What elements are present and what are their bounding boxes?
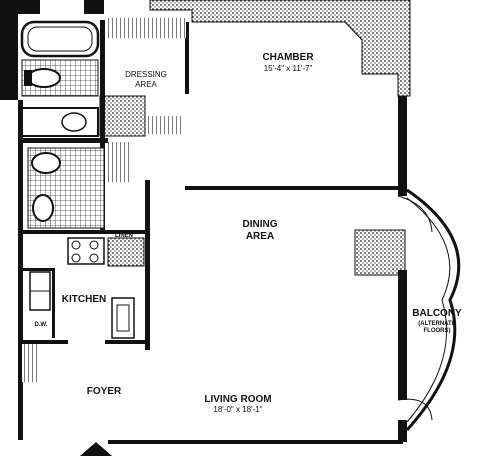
kitchen-label: KITCHEN bbox=[62, 294, 106, 305]
bath-fixtures bbox=[20, 20, 105, 229]
balcony-note: (ALTERNATE bbox=[418, 321, 455, 327]
dressing-label: DRESSING bbox=[125, 70, 167, 79]
linen-label: LINEN bbox=[115, 233, 133, 239]
balcony bbox=[397, 188, 461, 442]
kitchen-fixtures bbox=[29, 237, 135, 339]
living-room-dims: 18'-0" x 18'-1" bbox=[213, 405, 262, 414]
dressing-hatching bbox=[22, 18, 186, 382]
entry-marker-icon bbox=[80, 442, 112, 456]
dressing-label-2: AREA bbox=[135, 80, 157, 89]
living-room-label: LIVING ROOM bbox=[204, 394, 271, 405]
exterior-walls bbox=[0, 0, 411, 276]
dining-label-2: AREA bbox=[246, 231, 274, 242]
balcony-label: BALCONY bbox=[412, 308, 462, 319]
chamber-label: CHAMBER bbox=[262, 52, 314, 63]
dining-label: DINING bbox=[243, 219, 278, 230]
dw-label: D.W. bbox=[35, 322, 48, 328]
foyer-label: FOYER bbox=[87, 386, 122, 397]
chamber-dims: 15'-4" x 11'-7" bbox=[264, 64, 313, 73]
balcony-note-2: FLOORS) bbox=[424, 328, 451, 334]
